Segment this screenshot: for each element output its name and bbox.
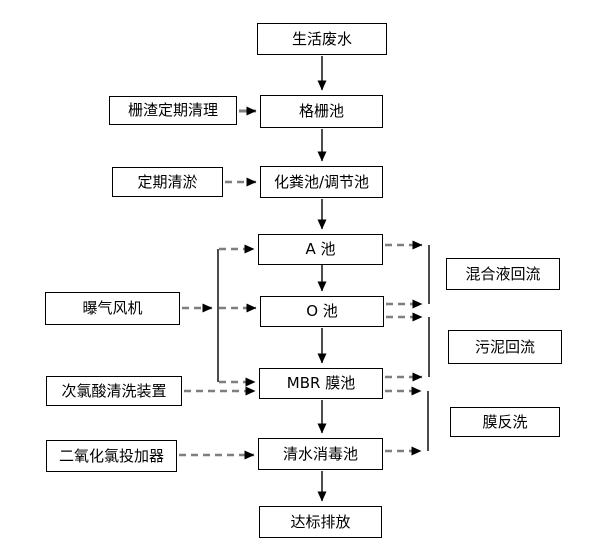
node-label: MBR 膜池 <box>286 374 356 392</box>
node-label: 化粪池/调节池 <box>273 172 370 191</box>
node-label: 定期清淤 <box>137 172 198 191</box>
label-membrane-backwash: 膜反洗 <box>450 407 560 437</box>
node-standard-discharge: 达标排放 <box>259 506 382 538</box>
node-aeration-blower: 曝气风机 <box>45 292 180 325</box>
node-grid-pool: 格栅池 <box>260 95 383 128</box>
node-label: O 池 <box>306 302 338 320</box>
node-label: 栅渣定期清理 <box>127 101 218 119</box>
node-label: 生活废水 <box>291 29 352 48</box>
node-grid-residue-cleaning: 栅渣定期清理 <box>109 96 237 125</box>
node-label: 二氧化氯投加器 <box>58 446 164 465</box>
node-label: 曝气风机 <box>82 299 143 317</box>
node-label: 格栅池 <box>298 102 344 120</box>
label-mixed-liquor-return: 混合液回流 <box>446 258 560 290</box>
node-mbr-membrane-pool: MBR 膜池 <box>259 368 383 399</box>
node-label: 混合液回流 <box>465 264 541 283</box>
node-a-pool: A 池 <box>258 234 383 265</box>
node-label: 膜反洗 <box>482 412 528 431</box>
node-label: 次氯酸清洗装置 <box>61 381 167 400</box>
node-label: 达标排放 <box>290 512 351 531</box>
label-sludge-return: 污泥回流 <box>448 330 562 364</box>
node-o-pool: O 池 <box>260 296 384 327</box>
node-label: A 池 <box>305 240 336 258</box>
node-chlorine-dioxide-doser: 二氧化氯投加器 <box>46 440 177 472</box>
node-domestic-wastewater: 生活废水 <box>257 23 387 55</box>
node-hypochlorous-acid-cleaner: 次氯酸清洗装置 <box>46 376 182 406</box>
node-periodic-dredging: 定期清淤 <box>112 167 223 197</box>
node-label: 污泥回流 <box>474 337 535 356</box>
node-label: 清水消毒池 <box>282 444 358 463</box>
node-clearwater-disinfection-pool: 清水消毒池 <box>258 438 383 470</box>
node-septic-regulating-pool: 化粪池/调节池 <box>260 166 383 198</box>
